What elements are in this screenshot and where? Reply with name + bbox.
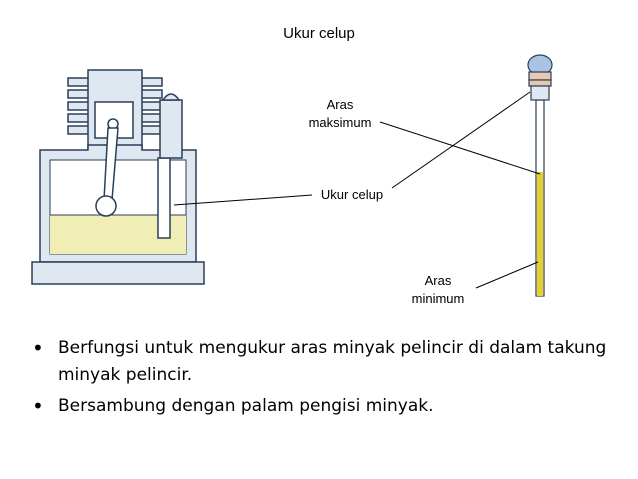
engine-dipstick-diagram <box>31 54 553 297</box>
crank <box>95 195 117 217</box>
label-ukur-celup: Ukur celup <box>320 187 384 202</box>
dipstick-tube <box>157 157 171 239</box>
dipstick <box>527 54 553 297</box>
bullet-item-1: Berfungsi untuk mengukur aras minyak pel… <box>32 335 612 389</box>
engine-base <box>31 261 205 285</box>
slide-title: Ukur celup <box>283 25 355 42</box>
bullet-item-2: Bersambung dengan palam pengisi minyak. <box>32 393 612 420</box>
label-aras-maksimum: Aras maksimum <box>308 97 372 130</box>
dipstick-oil-section <box>537 172 543 296</box>
dipstick-tube-cap <box>159 99 183 159</box>
bullet-list: Berfungsi untuk mengukur aras minyak pel… <box>32 335 612 424</box>
label-aras-minimum: Aras minimum <box>411 273 465 306</box>
leader-lines <box>173 91 541 289</box>
engine-illustration <box>31 69 205 285</box>
